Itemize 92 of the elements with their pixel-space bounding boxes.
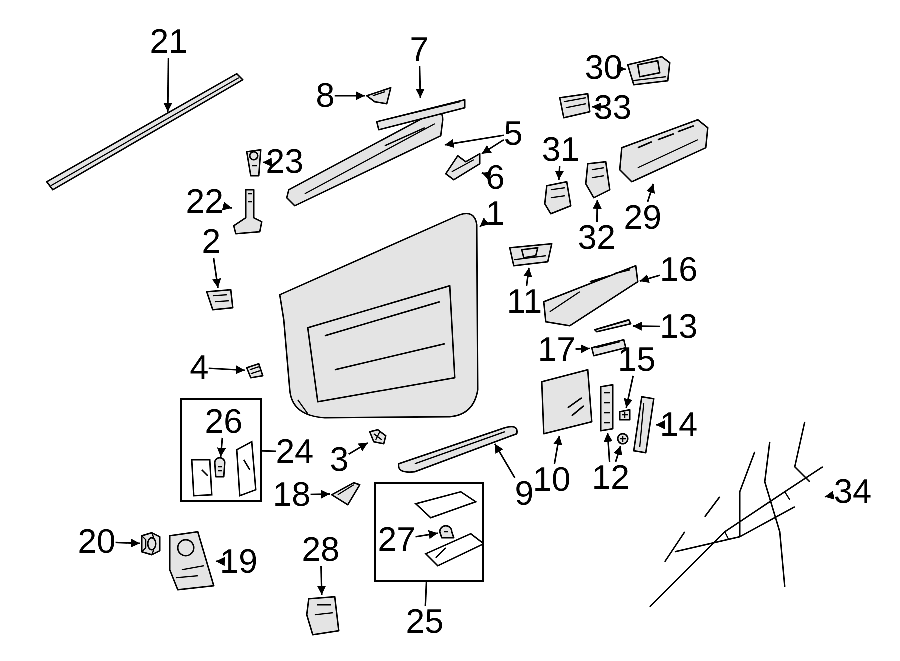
leader-line — [164, 58, 173, 112]
leader-line — [116, 538, 140, 548]
callout-number: 3 — [330, 444, 349, 476]
leader-line — [656, 420, 665, 430]
callout-number: 16 — [660, 254, 698, 286]
callout-number: 1 — [486, 198, 505, 230]
clip-drawing — [616, 432, 630, 446]
part-group-frame — [180, 398, 262, 502]
switch-block-drawing — [618, 118, 710, 184]
callout-number: 34 — [834, 476, 872, 508]
cap-drawing — [330, 481, 362, 507]
callout-number: 13 — [660, 311, 698, 343]
leader-line — [348, 442, 368, 456]
callout-number: 10 — [533, 464, 571, 496]
leader-line — [554, 436, 562, 464]
leader-line — [646, 184, 656, 202]
leader-line — [494, 444, 516, 478]
leader-line — [262, 158, 272, 167]
leader-line — [555, 166, 564, 180]
leader-line — [482, 139, 504, 155]
callout-number: 26 — [205, 406, 243, 438]
callout-number: 24 — [276, 436, 314, 468]
switch-drawing — [558, 92, 592, 120]
handle-strip-drawing — [593, 318, 633, 334]
callout-number: 5 — [504, 118, 523, 150]
callout-number: 21 — [150, 26, 188, 58]
leader-line — [624, 376, 634, 408]
bracket-drawing — [205, 288, 235, 312]
callout-number: 29 — [624, 202, 662, 234]
callout-number: 17 — [538, 334, 576, 366]
hinge-bracket-drawing — [232, 188, 264, 236]
clip-drawing — [245, 148, 263, 178]
leader-line — [592, 200, 602, 222]
leader-line — [592, 102, 602, 112]
leader-line — [262, 450, 276, 452]
switch-drawing — [584, 160, 612, 200]
connector-housing-drawing — [305, 595, 340, 637]
leader-line — [334, 92, 365, 100]
switch-bezel-drawing — [508, 242, 554, 268]
speaker-cover-drawing — [168, 530, 216, 592]
switch-drawing — [626, 55, 672, 87]
callout-number: 19 — [220, 546, 258, 578]
bulb-drawing — [438, 524, 456, 540]
leader-line — [614, 446, 622, 462]
callout-number: 23 — [266, 146, 304, 178]
clip-drawing — [618, 408, 632, 422]
leader-line — [632, 322, 660, 331]
leader-line — [217, 438, 226, 458]
callout-number: 2 — [202, 226, 221, 258]
leader-line — [208, 366, 246, 374]
leader-line — [616, 64, 626, 74]
callout-number: 8 — [316, 80, 335, 112]
leader-line — [416, 530, 438, 540]
screw-drawing — [368, 428, 388, 446]
grommet-drawing — [140, 532, 162, 556]
callout-number: 4 — [190, 352, 209, 384]
leader-line — [479, 218, 490, 228]
leader-line — [604, 432, 613, 462]
leader-line — [482, 172, 492, 180]
leader-line — [310, 490, 330, 499]
leader-line — [424, 582, 428, 606]
callout-number: 12 — [592, 462, 630, 494]
leader-line — [576, 344, 590, 354]
callout-number: 22 — [186, 186, 224, 218]
callout-number: 20 — [78, 526, 116, 558]
callout-number: 11 — [507, 286, 542, 318]
callout-number: 33 — [594, 92, 632, 124]
leader-line — [222, 202, 232, 211]
leader-line — [212, 258, 222, 288]
leader-line — [640, 274, 660, 284]
callout-number: 18 — [273, 479, 311, 511]
switch-drawing — [543, 180, 573, 216]
part-group-frame — [374, 482, 484, 582]
callout-number: 28 — [302, 534, 340, 566]
callout-number: 15 — [618, 344, 656, 376]
callout-number: 9 — [515, 478, 534, 510]
callout-number: 31 — [542, 134, 580, 166]
molding-drawing — [395, 424, 520, 476]
callout-number: 27 — [378, 524, 416, 556]
leader-line — [416, 66, 425, 98]
callout-number: 32 — [578, 222, 616, 254]
callout-number: 7 — [410, 34, 429, 66]
clip-drawing — [365, 86, 393, 106]
callout-number: 14 — [660, 409, 698, 441]
leader-line — [216, 557, 226, 566]
bulb-drawing — [212, 457, 228, 479]
callout-number: 25 — [406, 606, 444, 638]
clip-drawing — [245, 362, 265, 380]
leader-line — [444, 134, 504, 148]
leader-line — [317, 566, 326, 596]
leader-line — [824, 491, 835, 500]
leader-line — [524, 268, 532, 286]
